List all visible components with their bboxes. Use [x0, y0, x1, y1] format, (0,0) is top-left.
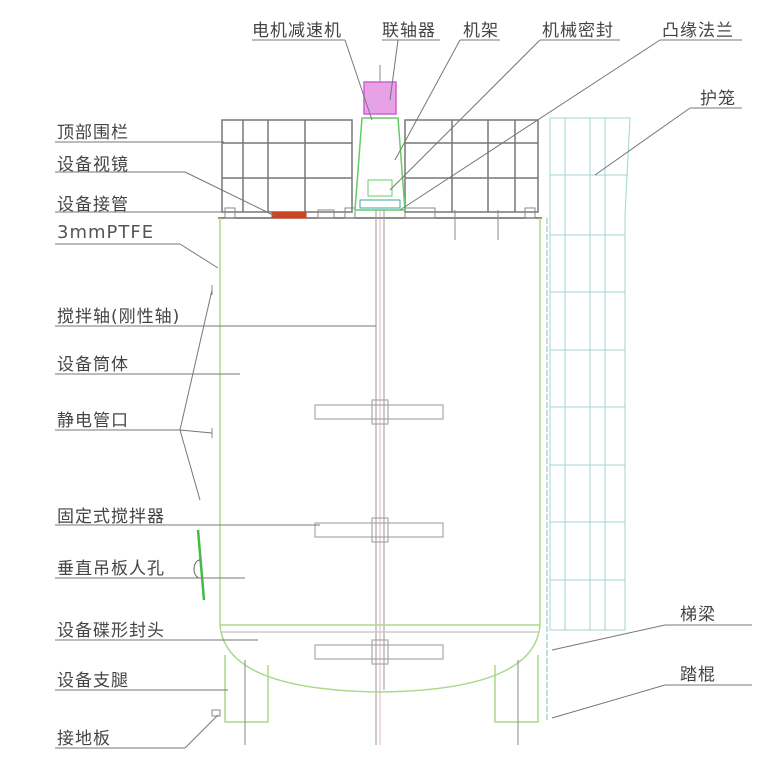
top-fence	[221, 119, 539, 213]
label-mechanical-seal: 机械密封	[542, 21, 614, 41]
label-shaft: 搅拌轴(刚性轴)	[57, 307, 181, 327]
label-top-fence: 顶部围栏	[57, 123, 129, 143]
support-legs	[224, 655, 539, 723]
label-shell: 设备筒体	[57, 355, 129, 375]
label-motor-reducer: 电机减速机	[252, 21, 342, 41]
label-ptfe: 3mmPTFE	[57, 222, 155, 243]
leader-lines	[55, 39, 752, 749]
impellers	[314, 399, 444, 665]
label-agitator: 固定式搅拌器	[57, 507, 165, 527]
ladder-cage	[549, 117, 631, 631]
label-ladder-beam: 梯梁	[680, 605, 716, 625]
label-static-port: 静电管口	[57, 411, 129, 431]
label-sight-glass: 设备视镜	[57, 155, 129, 175]
label-manhole: 垂直吊板人孔	[57, 559, 165, 579]
label-ground-plate: 接地板	[57, 729, 111, 749]
label-legs: 设备支腿	[57, 671, 129, 691]
label-rung: 踏棍	[680, 665, 716, 685]
sight-glass	[271, 211, 307, 219]
label-cage: 护笼	[700, 89, 736, 109]
label-dished-head: 设备碟形封头	[57, 621, 165, 641]
label-coupling: 联轴器	[382, 21, 436, 41]
frame	[354, 117, 406, 211]
nozzles	[224, 207, 536, 240]
label-nozzle: 设备接管	[57, 195, 129, 215]
vessel-shell	[219, 218, 541, 693]
label-flange: 凸缘法兰	[662, 21, 734, 41]
label-frame: 机架	[463, 21, 499, 41]
